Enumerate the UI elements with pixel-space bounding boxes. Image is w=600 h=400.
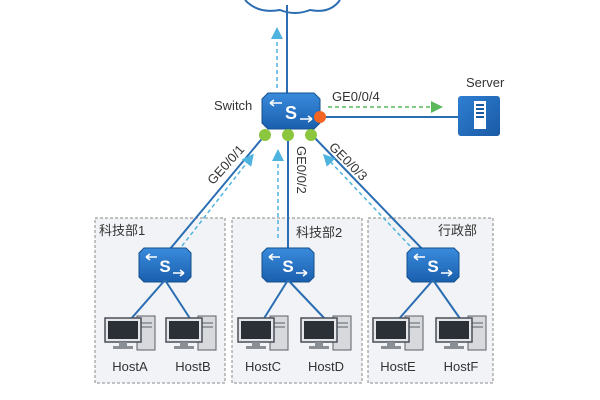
port-ge4-label: GE0/0/4 [332,89,380,104]
traffic-arrow-dept1 [181,153,254,247]
access-switch-icon: S [138,247,192,283]
svg-text:S: S [282,257,293,276]
server-icon [458,96,500,136]
link-host [397,279,434,321]
access-switch-icon: S [406,247,460,283]
link-host [287,279,327,321]
link-host [164,279,192,321]
host-label: HostA [112,359,148,374]
pc-icon [165,315,217,351]
host-label: HostE [380,359,416,374]
dept2-label: 科技部2 [296,225,343,240]
port-ge4-dot [314,111,326,123]
zone-dept3 [367,217,494,384]
pc-icon [372,315,424,351]
access-switch-icon: S [261,247,315,283]
zone-dept1 [94,217,226,384]
port-ge1-dot [259,129,271,141]
pc-icon [104,315,156,351]
dept3-label: 行政部 [438,223,478,238]
cloud-icon [244,0,341,14]
link-host [432,279,462,321]
svg-text:S: S [427,257,438,276]
pc-icon [435,315,487,351]
server-label: Server [466,75,505,90]
host-label: HostC [244,359,282,374]
core-switch-label: Switch [214,98,253,113]
host-label: HostD [307,359,345,374]
port-ge2-label: GE0/0/2 [294,146,309,194]
link-host [262,279,289,321]
port-ge2-dot [282,129,294,141]
host-label: HostB [175,359,211,374]
dept1-label: 科技部1 [99,223,146,238]
core-switch-icon: S [261,92,321,130]
port-ge3-dot [305,129,317,141]
pc-icon [300,315,352,351]
svg-text:S: S [159,257,170,276]
zone-dept2 [231,217,363,384]
pc-icon [237,315,289,351]
host-label: HostF [443,359,479,374]
svg-text:S: S [285,103,297,123]
link-host [129,279,166,321]
